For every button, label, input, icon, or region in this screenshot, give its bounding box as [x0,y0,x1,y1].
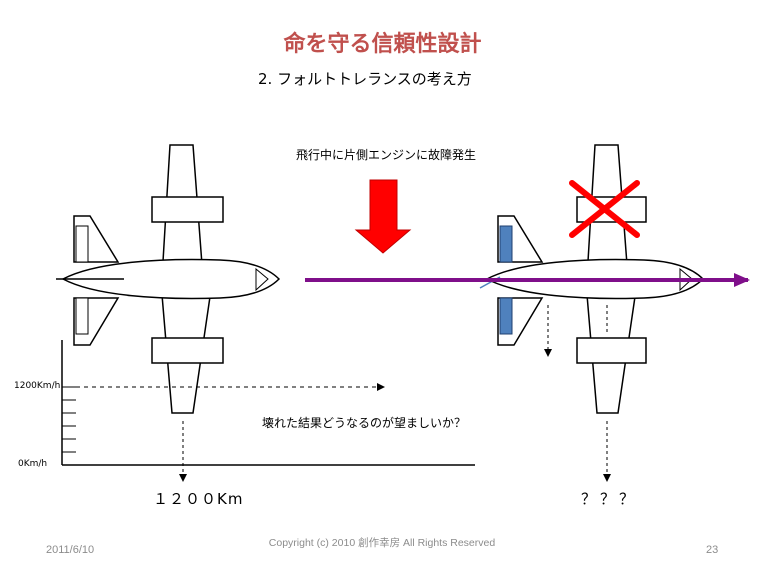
footer-date: 2011/6/10 [46,544,95,556]
upper-tail-surface [75,225,89,263]
speed-axis [61,340,475,466]
cockpit-window [255,267,269,292]
failure-arrow [354,179,412,254]
right-distance-label: ？？？ [581,490,639,508]
engine-failure-cross-icon [569,180,640,238]
normal-aircraft [56,144,281,414]
lower-engine [151,337,224,364]
failed-aircraft [479,144,705,414]
zero-speed-label: 0Km/h [18,459,48,469]
question-label: 壊れた結果どうなるのが望ましいか？ [262,416,467,430]
lower-engine [576,337,647,364]
lower-tail-surface [75,297,89,335]
slide-title: 命を守る信頼性設計 [283,32,482,57]
left-distance-label: １２００Km [153,490,244,508]
slide-subtitle: 2. フォルトトレランスの考え方 [258,70,472,88]
footer-copyright: Copyright (c) 2010 創作幸房 All Rights Reser… [268,537,496,549]
lower-rudder-deflected [499,297,513,335]
upper-rudder-deflected [499,225,513,263]
fuselage [61,258,281,300]
page-number: 23 [706,544,719,556]
failure-event-label: 飛行中に片側エンジンに故障発生 [296,148,477,162]
upper-engine [151,196,224,223]
speed-tick-label: 1200Km/h [14,381,61,391]
